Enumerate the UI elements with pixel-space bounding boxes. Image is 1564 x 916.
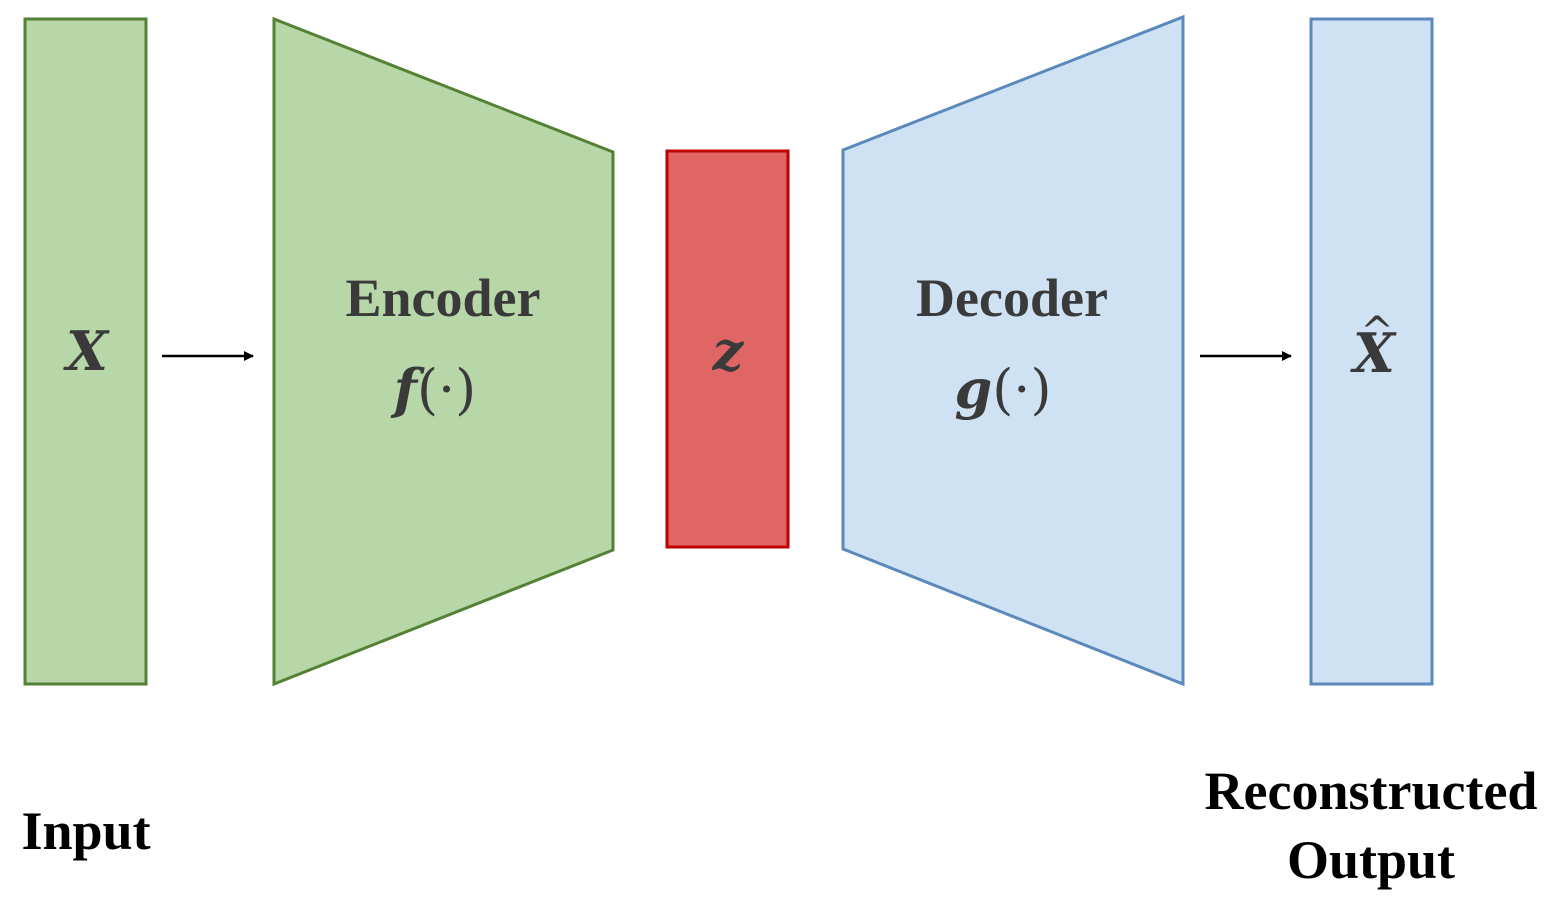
decoder-func-arg: (·) xyxy=(992,358,1051,421)
output-symbol-hat: ^ xyxy=(1360,309,1394,355)
input-block xyxy=(23,17,148,686)
latent-symbol: z xyxy=(712,319,745,383)
decoder-block xyxy=(841,14,1185,687)
decoder-func-name: g xyxy=(954,357,992,421)
encoder-block xyxy=(272,16,615,687)
input-label: Input xyxy=(21,801,150,861)
encoder-function: f(·) xyxy=(390,357,477,421)
encoder-title: Encoder xyxy=(346,268,541,328)
output-label-line1: Reconstructed xyxy=(1205,761,1538,821)
output-block xyxy=(1309,17,1434,686)
decoder-title: Decoder xyxy=(916,268,1108,328)
input-symbol: X xyxy=(63,319,110,383)
output-symbol: X xyxy=(1350,321,1397,385)
latent-block xyxy=(665,149,790,549)
decoder-function: g(·) xyxy=(954,357,1051,421)
output-label-line2: Output xyxy=(1287,830,1455,890)
encoder-func-arg: (·) xyxy=(417,358,476,421)
